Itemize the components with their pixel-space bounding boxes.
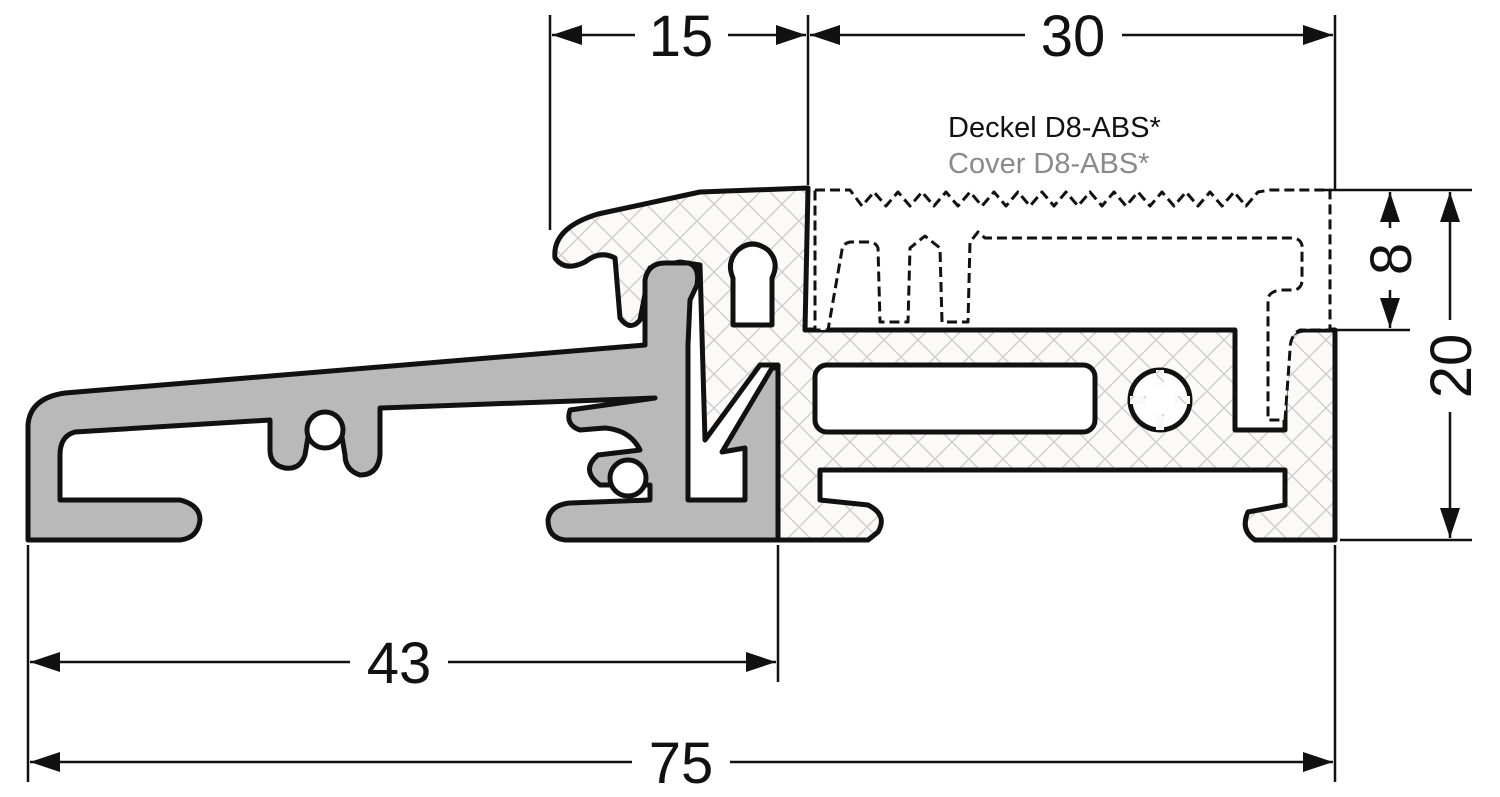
dimension-20: 20: [1419, 334, 1484, 399]
cover-profile: [813, 188, 1332, 422]
dimension-43: 43: [367, 631, 432, 696]
dimension-lines: [26, 15, 1472, 782]
dimension-30: 30: [1041, 4, 1106, 69]
screw-channel-icon: [1127, 367, 1193, 433]
aluminium-profile: [25, 260, 781, 543]
cover-label-english: Cover D8-ABS*: [948, 148, 1149, 180]
screw-channel-icon: [304, 409, 649, 499]
dimension-8: 8: [1359, 243, 1424, 275]
dimension-15: 15: [649, 4, 714, 69]
plastic-profile: [552, 185, 1338, 543]
dimension-75: 75: [649, 731, 714, 796]
cover-label-german: Deckel D8-ABS*: [948, 112, 1161, 144]
